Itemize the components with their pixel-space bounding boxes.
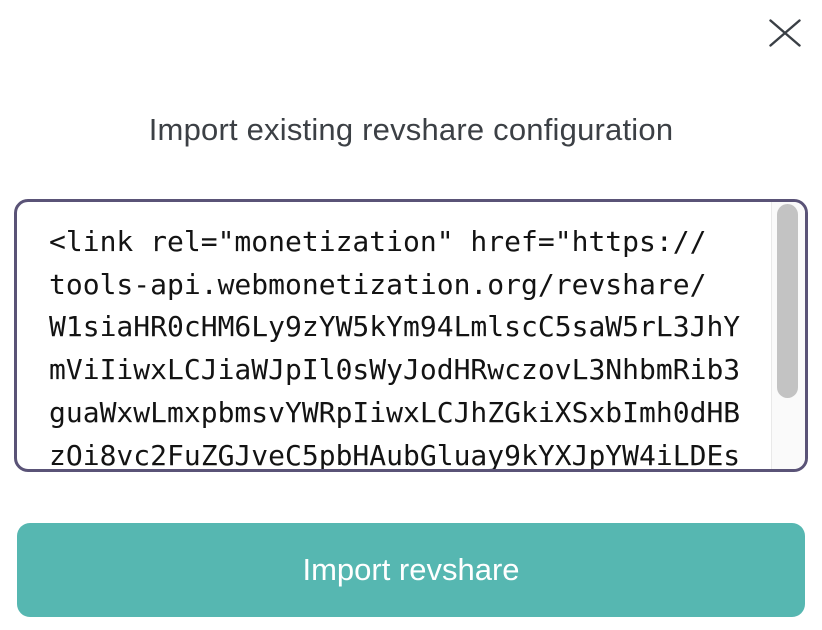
close-button[interactable] — [766, 16, 804, 50]
dialog-title: Import existing revshare configuration — [148, 112, 674, 147]
config-text-value: <link rel="monetization" href="https:// … — [49, 225, 741, 472]
textarea-scrollbar-thumb[interactable] — [777, 204, 798, 398]
import-button-label: Import revshare — [302, 552, 520, 587]
close-icon — [768, 19, 802, 47]
textarea-scrollbar[interactable] — [771, 202, 805, 469]
import-revshare-button[interactable]: Import revshare — [17, 523, 805, 617]
revshare-config-textarea[interactable]: <link rel="monetization" href="https:// … — [14, 199, 808, 472]
